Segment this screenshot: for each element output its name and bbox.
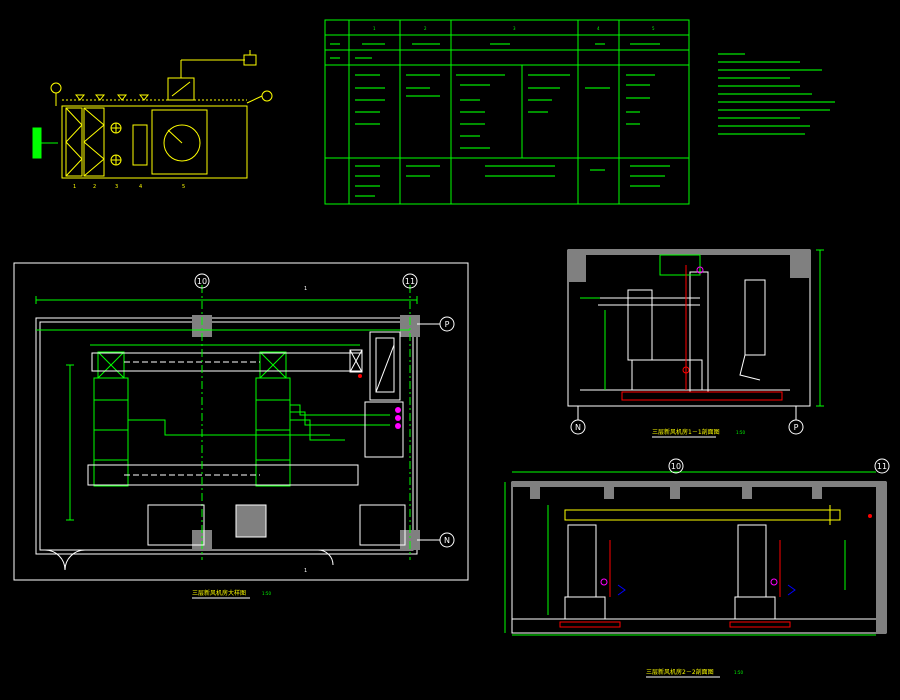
section1-frame (567, 249, 811, 407)
plan-grid-axis-p: P (445, 320, 450, 329)
valve-4 (138, 94, 150, 101)
component-number-5: 5 (182, 184, 185, 190)
table-col-5: 5 (652, 26, 655, 31)
section2-equipment (512, 524, 876, 620)
sensor-box (243, 54, 257, 66)
section1-grid-axis-p: P (794, 423, 799, 432)
humidifier (132, 124, 148, 166)
plan-pipes (128, 285, 411, 560)
section2-scale: 1:50 (734, 670, 743, 675)
section2-structure (512, 482, 886, 633)
plan-grid-axis-10: 10 (197, 277, 207, 286)
spec-table-text-lines (330, 43, 670, 197)
valve-1 (74, 94, 86, 101)
filter-zigzag-2 (83, 107, 105, 177)
fan-section (151, 109, 208, 175)
section1-title: 三层新风机房1－1剖面图 (652, 428, 720, 436)
plan-scale: 1:50 (262, 591, 271, 596)
spec-table-border (324, 19, 690, 205)
ahu-inlet (32, 127, 58, 159)
plan-grid-axis-11: 11 (405, 277, 415, 286)
filter-section-2 (83, 107, 105, 177)
spec-table (324, 19, 690, 205)
valve-2 (94, 94, 106, 101)
filter-section-1 (65, 107, 83, 177)
schematic-numbers: 1 2 3 4 5 (73, 184, 185, 190)
section2-grid-axis-10: 10 (671, 462, 681, 471)
fan-wheel (163, 124, 201, 162)
section2-title: 三层新风机房2－2剖面图 (646, 668, 714, 676)
plan-frame (13, 262, 469, 581)
plan-view: 10 11 P N 1 1 三层新风机房大样图 1:50 (13, 262, 469, 599)
inlet-damper (32, 127, 42, 159)
table-col-4: 4 (597, 26, 600, 31)
section1-structure (568, 250, 810, 282)
section2-grid-bubbles (668, 458, 890, 474)
table-col-2: 2 (424, 26, 427, 31)
plan-columns (192, 315, 420, 550)
component-number-4: 4 (139, 184, 142, 190)
plan-title: 三层新风机房大样图 (192, 589, 246, 597)
section-2-2: 10 11 三层新风机房2－2剖面图 1:50 (504, 458, 890, 678)
section-1-1: N P 三层新风机房1－1剖面图 1:50 (567, 249, 824, 438)
plan-section-mark-bottom: 1 (304, 568, 307, 574)
section1-equipment (580, 271, 790, 393)
design-notes (718, 53, 835, 135)
component-number-3: 3 (115, 184, 118, 190)
plan-dimensions (35, 296, 418, 521)
filter-zigzag-1 (65, 107, 83, 177)
sensor-circle-left (50, 82, 62, 94)
sensor-circle-right (261, 90, 273, 102)
component-number-1: 1 (73, 184, 76, 190)
plan-section-mark-top: 1 (304, 286, 307, 292)
ahu-schematic (50, 50, 273, 179)
plan-ahu-units (93, 351, 291, 487)
section2-dimensions (504, 471, 876, 636)
table-col-3: 3 (513, 26, 516, 31)
plan-valves (358, 374, 401, 429)
component-number-2: 2 (93, 184, 96, 190)
section2-grid-axis-11: 11 (877, 462, 887, 471)
section2-pipes (559, 514, 872, 628)
section1-scale: 1:50 (736, 430, 745, 435)
valve-3 (116, 94, 128, 101)
plan-grid-bubbles (194, 273, 455, 548)
plan-side-equipment (147, 331, 406, 546)
plan-walls (35, 317, 418, 555)
section1-pipes (621, 265, 783, 401)
section1-grid-bubbles (570, 406, 804, 435)
section2-ducts (564, 505, 841, 525)
spec-table-header: 1 2 3 4 5 (373, 26, 655, 31)
table-col-1: 1 (373, 26, 376, 31)
ahu-casing (61, 105, 248, 179)
section1-ducts (580, 249, 824, 407)
plan-grid-axis-n: N (444, 536, 450, 545)
section1-grid-axis-n: N (575, 423, 581, 432)
plan-ducts (87, 349, 363, 486)
plan-doors (44, 549, 334, 571)
